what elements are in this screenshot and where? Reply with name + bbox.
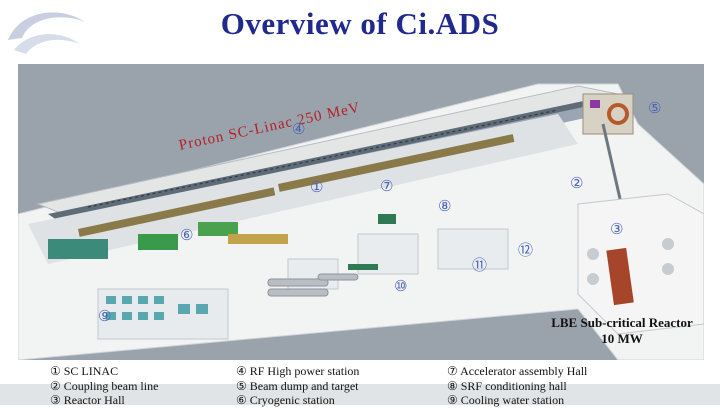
marker-11: ⑪ [472,256,487,274]
legend-col-3: ⑦ Accelerator assembly Hall ⑧ SRF condit… [447,364,587,408]
legend-item: ④ RF High power station [236,364,360,378]
marker-8: ⑧ [438,197,451,215]
marker-2: ② [570,174,583,192]
legend-item: ② Coupling beam line [50,378,159,393]
marker-7: ⑦ [380,177,393,195]
footer-band [0,384,720,405]
legend-item: ⑦ Accelerator assembly Hall [447,364,588,378]
marker-3: ③ [610,220,623,238]
legend-item: ⑤ Beam dump and target [236,378,359,393]
facility-rendering: Proton SC-Linac 250 MeV ① ② ③ ④ ⑤ ⑥ ⑦ ⑧ … [18,64,704,360]
legend-item: ① SC LINAC [50,364,119,378]
marker-5: ⑤ [648,99,661,117]
facility-drawing: Proton SC-Linac 250 MeV ① ② ③ ④ ⑤ ⑥ ⑦ ⑧ … [18,64,704,360]
marker-1: ① [310,178,323,196]
legend-item: ⑧ SRF conditioning hall [447,378,567,393]
marker-4: ④ [292,120,305,138]
reactor-label: LBE Sub-critical Reactor 10 MW [538,315,706,347]
legend-item: ③ Reactor Hall [50,393,125,407]
marker-10: ⑩ [394,277,407,295]
legend-item: ⑨ Cooling water station [447,393,565,407]
logo-swirl-icon [8,12,85,54]
marker-9: ⑨ [98,307,111,325]
page-title: Overview of Ci.ADS [220,6,500,41]
legend-col-2: ④ RF High power station ⑤ Beam dump and … [236,364,359,408]
reactor-label-power: 10 MW [601,331,643,346]
legend-col-1: ① SC LINAC ② Coupling beam line ③ Reacto… [50,364,158,408]
marker-6: ⑥ [180,226,193,244]
marker-12: ⑫ [518,241,533,259]
legend-item: ⑥ Cryogenic station [236,393,335,407]
reactor-label-name: LBE Sub-critical Reactor [551,315,693,330]
